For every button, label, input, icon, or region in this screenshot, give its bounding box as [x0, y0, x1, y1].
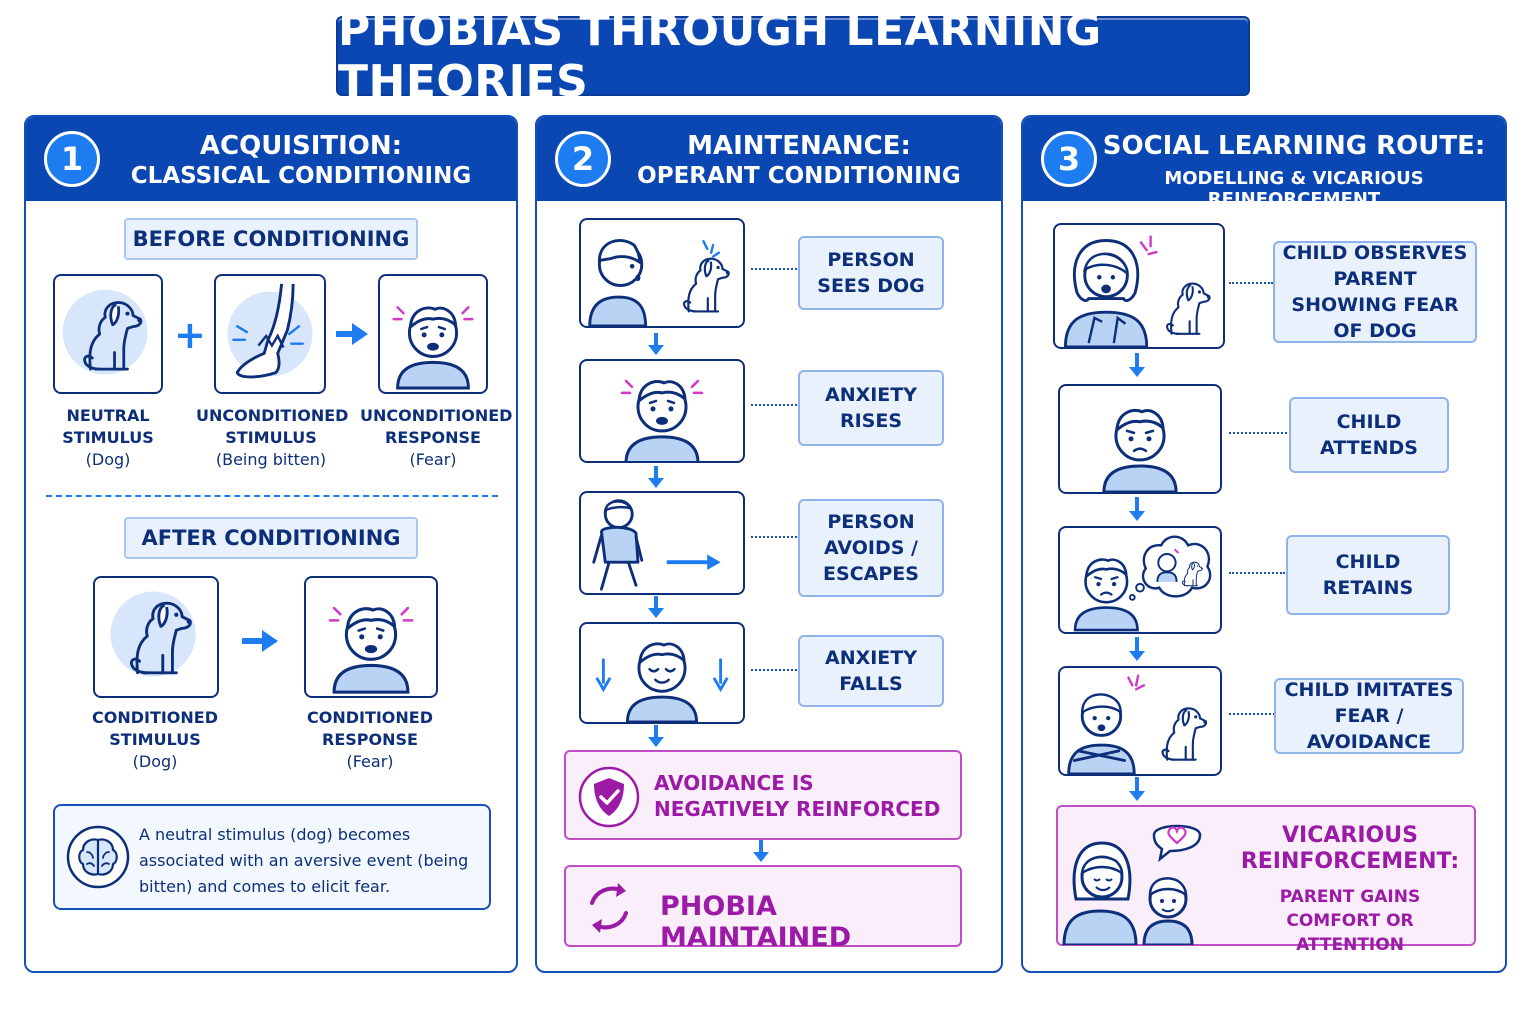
parent-fears-dog-icon	[1053, 223, 1225, 349]
panel-heading: MAINTENANCE:	[687, 131, 911, 161]
connector-dots	[1229, 432, 1287, 434]
negative-reinforcement-text: AVOIDANCE IS NEGATIVELY REINFORCED	[654, 771, 941, 821]
panel-subheading: MODELLING & VICARIOUS REINFORCEMENT	[1164, 168, 1424, 210]
panel-header: 3 SOCIAL LEARNING ROUTE: MODELLING & VIC…	[1023, 117, 1505, 210]
parent-child-comfort-icon	[1062, 824, 1202, 945]
arrow-down-icon	[1129, 637, 1145, 661]
anxiety-falls-face-icon	[579, 622, 745, 724]
step-label-anxiety-rises: ANXIETY RISES	[798, 370, 944, 446]
plus-icon: +	[174, 313, 206, 357]
arrow-down-icon	[753, 840, 769, 862]
phobia-maintained-text: PHOBIA MAINTAINED	[660, 891, 852, 953]
step-label-avoids: PERSON AVOIDS / ESCAPES	[798, 499, 944, 597]
phobia-maintained-box: PHOBIA MAINTAINED	[564, 865, 962, 953]
person-avoids-icon	[579, 491, 745, 595]
arrow-down-icon	[648, 725, 664, 747]
arrow-down-icon	[648, 466, 664, 488]
summary-box: A neutral stimulus (dog) becomes associa…	[53, 804, 491, 910]
conditioned-fear-face-icon	[304, 576, 438, 698]
negative-reinforcement-box: AVOIDANCE IS NEGATIVELY REINFORCED	[564, 750, 962, 840]
after-conditioning-label: AFTER CONDITIONING	[124, 517, 418, 559]
page-title: PHOBIAS THROUGH LEARNING THEORIES	[336, 5, 1250, 107]
neutral-stimulus-dog-icon	[53, 274, 163, 394]
step-label-anxiety-falls: ANXIETY FALLS	[798, 635, 944, 707]
connector-dots	[751, 268, 797, 270]
panel-heading: SOCIAL LEARNING ROUTE:	[1102, 131, 1486, 161]
before-conditioning-label: BEFORE CONDITIONING	[124, 218, 418, 260]
step-label-sees-dog: PERSON SEES DOG	[798, 236, 944, 310]
fear-response-face-icon	[378, 274, 488, 394]
connector-dots	[1229, 282, 1273, 284]
arrow-down-icon	[1129, 497, 1145, 521]
conditioned-stimulus-dog-icon	[93, 576, 219, 698]
child-imitates-fear-icon	[1058, 666, 1222, 776]
arrow-right-icon	[242, 630, 278, 652]
step-number-badge: 3	[1041, 131, 1097, 187]
connector-dots	[751, 669, 797, 671]
panel-header: 2 MAINTENANCE: OPERANT CONDITIONING	[537, 117, 1001, 201]
connector-dots	[1229, 713, 1275, 715]
anxiety-rises-face-icon	[579, 359, 745, 463]
arrow-down-icon	[648, 596, 664, 618]
vicarious-reinforcement-title: VICARIOUS REINFORCEMENT:	[1240, 823, 1460, 874]
shield-check-icon	[578, 766, 640, 828]
panel-subheading: OPERANT CONDITIONING	[637, 163, 961, 189]
step-label-imitates: CHILD IMITATES FEAR / AVOIDANCE	[1274, 678, 1464, 754]
cycle-arrows-icon	[590, 883, 628, 933]
vicarious-reinforcement-box: VICARIOUS REINFORCEMENT: PARENT GAINS CO…	[1056, 805, 1476, 955]
arrow-down-icon	[1129, 777, 1145, 801]
panel-subheading: CLASSICAL CONDITIONING	[130, 163, 472, 189]
connector-dots	[1229, 572, 1285, 574]
step-label-observes: CHILD OBSERVES PARENT SHOWING FEAR OF DO…	[1273, 241, 1477, 343]
child-retains-memory-icon	[1058, 526, 1222, 634]
arrow-down-icon	[648, 333, 664, 355]
panel-maintenance: 2 MAINTENANCE: OPERANT CONDITIONING PERS…	[535, 115, 1003, 973]
person-sees-dog-icon	[579, 218, 745, 328]
vicarious-reinforcement-detail: PARENT GAINS COMFORT OR ATTENTION	[1279, 887, 1421, 955]
step-label-attends: CHILD ATTENDS	[1289, 397, 1449, 473]
step-number-badge: 2	[555, 131, 611, 187]
panel-acquisition: 1 ACQUISITION: CLASSICAL CONDITIONING BE…	[24, 115, 518, 973]
brain-icon	[66, 825, 130, 889]
arrow-right-icon	[336, 323, 368, 345]
panel-header: 1 ACQUISITION: CLASSICAL CONDITIONING	[26, 117, 516, 201]
summary-text: A neutral stimulus (dog) becomes associa…	[139, 825, 469, 896]
step-number-badge: 1	[44, 131, 100, 187]
section-divider	[46, 495, 498, 497]
child-attends-face-icon	[1058, 384, 1222, 494]
panel-heading: ACQUISITION:	[199, 131, 403, 161]
arrow-down-icon	[1129, 353, 1145, 377]
dog-bite-leg-icon	[214, 274, 326, 394]
step-label-retains: CHILD RETAINS	[1286, 535, 1450, 615]
connector-dots	[751, 404, 797, 406]
panel-social-learning: 3 SOCIAL LEARNING ROUTE: MODELLING & VIC…	[1021, 115, 1507, 973]
connector-dots	[751, 536, 797, 538]
